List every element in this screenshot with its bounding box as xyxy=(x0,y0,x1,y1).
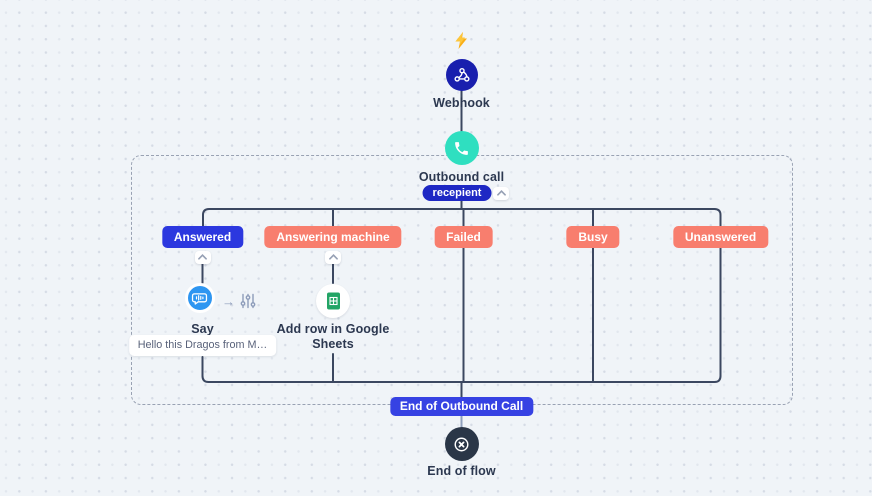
chevron-up-icon xyxy=(198,254,207,260)
outbound-call-label: Outbound call xyxy=(418,170,505,184)
say-node[interactable] xyxy=(184,283,215,313)
google-sheets-icon xyxy=(326,292,340,310)
collapse-answered-toggle[interactable] xyxy=(194,250,211,264)
collapse-call-toggle[interactable] xyxy=(493,186,509,200)
webhook-icon xyxy=(453,67,470,82)
webhook-label: Webhook xyxy=(433,96,490,110)
webhook-node[interactable] xyxy=(445,59,478,91)
collapse-answering-machine-toggle[interactable] xyxy=(325,250,341,264)
chevron-up-icon xyxy=(328,254,338,260)
end-of-outbound-call-pill[interactable]: End of Outbound Call xyxy=(389,397,534,416)
lightning-bolt-icon xyxy=(455,32,467,49)
arrow-right-icon: → xyxy=(222,294,235,309)
branch-failed[interactable]: Failed xyxy=(434,226,493,248)
phone-icon xyxy=(455,141,468,155)
branch-unanswered[interactable]: Unanswered xyxy=(672,226,769,248)
google-sheets-label: Add row in Google Sheets xyxy=(276,322,390,351)
branch-answered[interactable]: Answered xyxy=(161,226,244,248)
circle-x-icon xyxy=(454,437,469,451)
branch-busy[interactable]: Busy xyxy=(566,226,620,248)
say-speech-icon xyxy=(191,292,208,305)
recipient-variable-pill[interactable]: recepient xyxy=(422,185,492,201)
say-preview-text[interactable]: Hello this Dragos from M… xyxy=(128,335,277,356)
sliders-icon xyxy=(240,293,256,309)
say-label: Say xyxy=(191,322,214,336)
branch-answering-machine[interactable]: Answering machine xyxy=(264,226,402,248)
end-of-flow-label: End of flow xyxy=(427,464,496,478)
outbound-call-node[interactable] xyxy=(444,131,479,165)
google-sheets-node[interactable] xyxy=(316,284,350,318)
chevron-up-icon xyxy=(496,190,506,196)
end-of-flow-node[interactable] xyxy=(444,427,479,461)
